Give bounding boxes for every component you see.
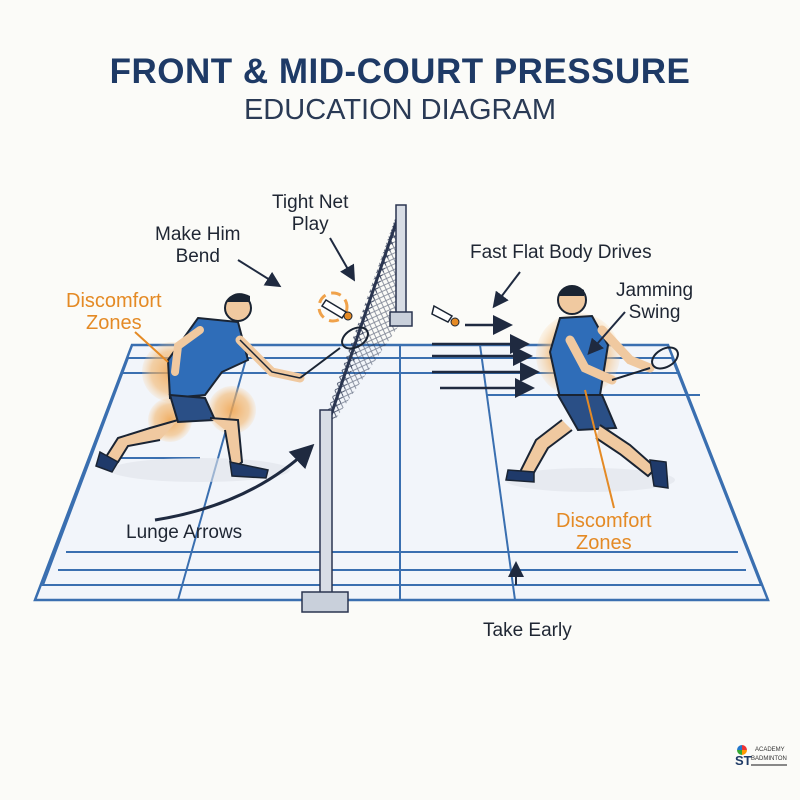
label-tight-net-play-text: Tight Net Play: [272, 192, 349, 235]
logo-line-3: BADMINTON: [751, 756, 787, 762]
label-jamming-swing: Jamming Swing: [616, 280, 693, 324]
logo-line-1: ACADEMY: [755, 747, 785, 753]
shuttlecock-net: [317, 291, 353, 323]
player-left: [95, 293, 369, 479]
label-discomfort-zones-right: Discomfort Zones: [556, 510, 652, 554]
diagram-subtitle: EDUCATION DIAGRAM: [243, 94, 557, 126]
label-discomfort-zones-left: Discomfort Zones: [66, 290, 162, 334]
lunge-arrow: [154, 443, 315, 522]
badminton-net: [301, 204, 413, 613]
label-make-him-bend-text: Make Him Bend: [155, 224, 241, 267]
label-fast-flat-body-drives: Fast Flat Body Drives: [470, 242, 652, 263]
logo-line-2: ST: [735, 753, 752, 768]
label-tight-net-play: Tight Net Play: [272, 192, 348, 236]
label-discomfort-zones-right-text: Discomfort Zones: [556, 510, 652, 554]
discomfort-pointers: [134, 331, 615, 509]
label-jamming-swing-text: Jamming Swing: [616, 280, 694, 323]
label-pointers: [237, 237, 626, 585]
academy-logo: ACADEMY ST BADMINTON: [733, 745, 793, 775]
diagram-title: FRONT & MID-COURT PRESSURE: [109, 52, 691, 91]
logo-underline: [751, 764, 787, 766]
label-discomfort-zones-left-text: Discomfort Zones: [66, 290, 162, 334]
label-make-him-bend: Make Him Bend: [155, 224, 241, 268]
logo-mark-icon: [737, 745, 747, 755]
fast-drive-arrows: [432, 315, 540, 398]
label-take-early: Take Early: [483, 620, 572, 641]
shuttlecock-drive: [431, 304, 460, 327]
player-right: [505, 285, 679, 489]
label-lunge-arrows: Lunge Arrows: [126, 522, 243, 543]
